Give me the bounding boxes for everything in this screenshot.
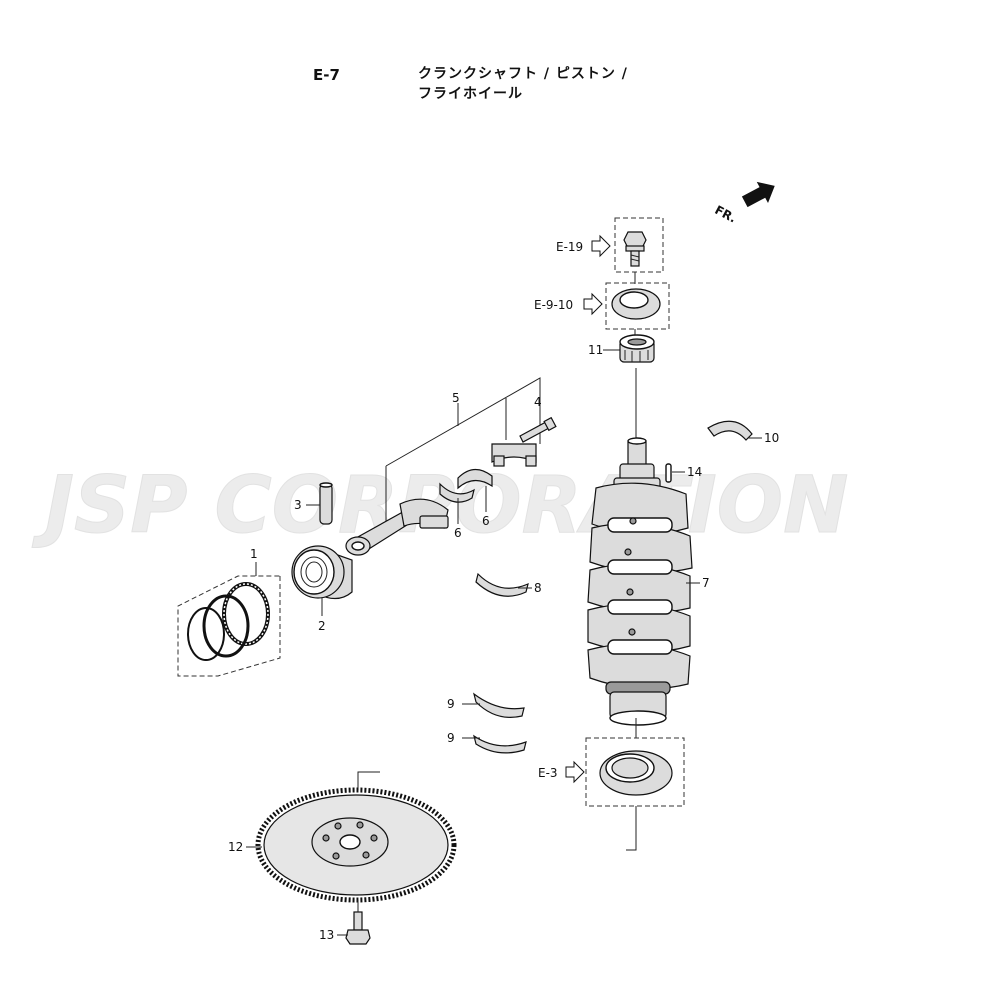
callout-10: 10 [764,431,779,445]
piston-pin-part [319,483,333,525]
reference-arrow-icon [565,760,585,784]
callout-6a: 6 [454,526,462,540]
reference-arrow-icon [591,234,611,258]
group-box-e3 [585,737,685,807]
group-box-e910 [605,282,670,330]
key-part [665,463,672,483]
diagram-code: E-7 [313,66,340,84]
callout-5: 5 [452,391,460,405]
thrust-bearing-part [473,734,527,754]
callout-13: 13 [319,928,334,942]
front-direction-label: FR. [712,203,738,226]
callout-9b: 9 [447,731,455,745]
callout-3: 3 [294,498,302,512]
callout-9a: 9 [447,697,455,711]
reference-arrow-icon [583,292,603,316]
thrust-washer-part [707,420,753,441]
ref-label-e3: E-3 [538,766,558,780]
group-box-rings [177,575,281,677]
callout-11: 11 [588,343,603,357]
bearing-part [619,334,655,363]
ref-label-e910: E-9-10 [534,298,573,312]
diagram-title-line2: フライホイール [418,86,523,102]
piston-part [291,545,353,600]
rod-bearing-part [439,482,475,503]
callout-2: 2 [318,619,326,633]
callout-4: 4 [534,395,542,409]
front-direction-arrow-icon [741,181,775,208]
callout-1: 1 [250,547,258,561]
callout-7: 7 [702,576,710,590]
main-bearing-part [475,572,529,597]
callout-14: 14 [687,465,702,479]
ref-label-e19: E-19 [556,240,583,254]
piston-rings-part [187,582,270,661]
thrust-bearing-part [473,692,525,718]
callout-12: 12 [228,840,243,854]
rear-oil-seal-part [599,750,673,796]
crankshaft-part [587,437,693,726]
oil-seal-part [611,288,661,320]
flywheel-bolt-part [345,911,371,945]
flywheel-part [255,787,457,903]
rod-bearing-part [457,468,493,490]
callout-6b: 6 [482,514,490,528]
diagram-title-line1: クランクシャフト / ピストン / [418,66,628,82]
connecting-rod-part [345,498,449,556]
bolt-part [623,231,647,267]
rod-bolt-part [519,416,557,443]
callout-8: 8 [534,581,542,595]
group-box-e19 [614,217,664,273]
